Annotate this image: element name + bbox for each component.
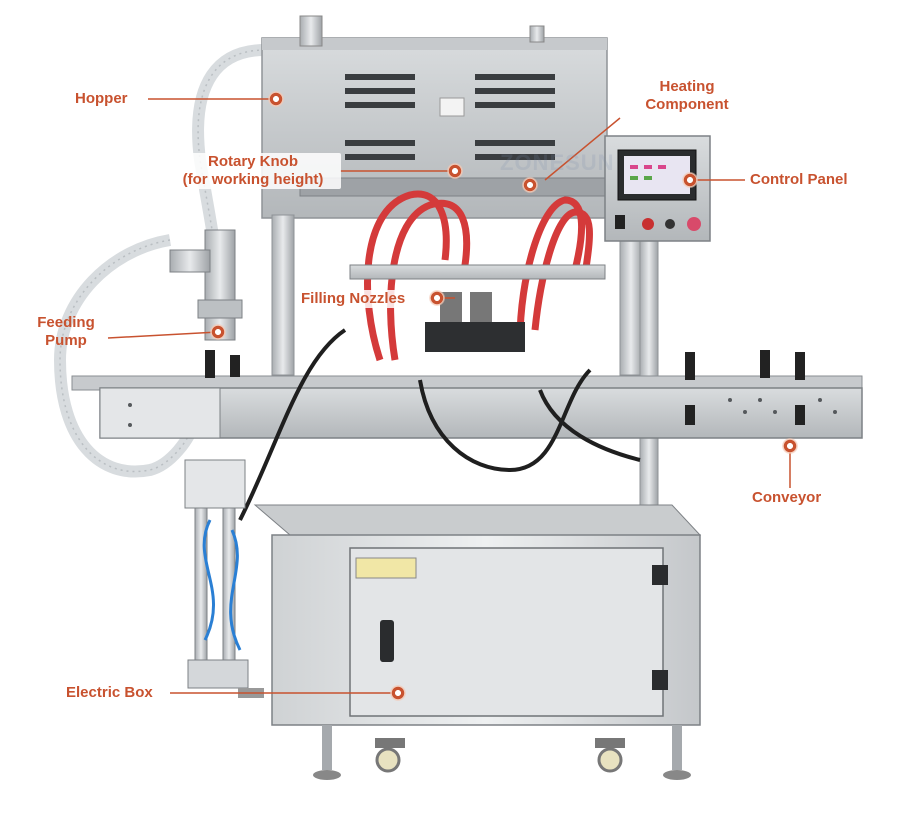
control-panel-marker [682,172,698,188]
rotary-label-line2: (for working height) [182,171,324,188]
rotary-label-line1: Rotary Knob [208,153,298,170]
feeding-pump-marker [210,324,226,340]
watermark: ZONESUN [500,150,615,175]
conveyor-marker [782,438,798,454]
nozzle-bar [349,264,606,352]
electric-box-marker [390,685,406,701]
electric-box-label: Electric Box [66,684,153,701]
rotary-knob-marker [447,163,463,179]
feeding-pump-label: Feeding Pump [30,314,102,350]
callout-markers [210,91,798,701]
control-panel-unit [604,135,711,242]
control-panel-label: Control Panel [750,171,848,188]
heating-label-line2: Component [645,96,729,113]
hopper-marker [268,91,284,107]
cabinet [253,504,702,726]
hopper-label: Hopper [75,90,128,107]
filling-nozzles-marker [429,290,445,306]
callout-lines [107,98,791,694]
feeding-label-line2: Pump [45,332,87,349]
feeding-label-line1: Feeding [37,314,95,331]
feeding-pump [169,229,243,341]
heating-component-label: Heating Component [637,78,737,114]
heating-label-line1: Heating [659,78,715,95]
heating-marker [522,177,538,193]
rotary-knob-label: Rotary Knob (for working height) [165,153,341,189]
conveyor-belt [71,350,863,439]
cables [238,328,641,521]
frame-columns [271,177,659,521]
conveyor-label: Conveyor [752,489,822,506]
pneumatic-unit [184,459,249,689]
filling-nozzles-label: Filling Nozzles [298,290,409,308]
